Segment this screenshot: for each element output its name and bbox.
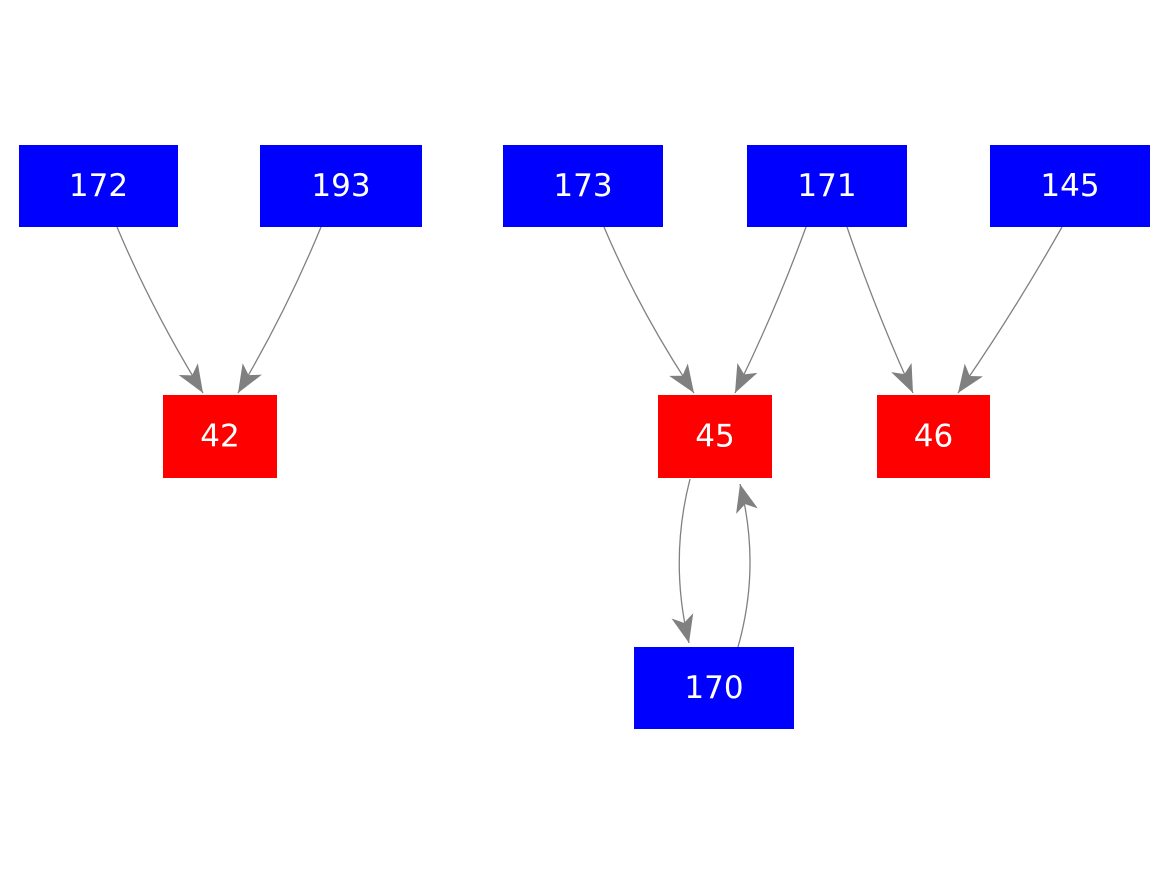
node-label-46: 46 [914,419,953,455]
node-170 [634,647,794,729]
node-label-173: 173 [553,168,612,204]
node-label-193: 193 [311,168,370,204]
node-label-145: 145 [1040,168,1099,204]
edge-45-to-170 [671,478,694,644]
node-label-45: 45 [695,419,734,455]
nodes-layer: 172 193 173 171 145 42 45 46 170 [19,145,1150,729]
node-145 [990,145,1150,227]
node-46 [877,395,990,478]
node-193 [260,145,422,227]
node-label-42: 42 [200,419,239,455]
node-42 [163,395,277,478]
node-171 [747,145,907,227]
node-label-172: 172 [69,168,128,204]
edge-171-to-46 [846,226,914,394]
node-label-171: 171 [797,168,856,204]
edge-145-to-46 [957,226,1063,394]
edge-173-to-45 [603,226,695,394]
edge-171-to-45 [734,226,807,394]
node-173 [503,145,663,227]
edge-170-to-45 [736,483,758,648]
node-45 [658,395,772,478]
node-172 [19,145,178,227]
edges-layer [116,226,1063,648]
edge-172-to-42 [116,226,204,394]
node-label-170: 170 [684,670,743,706]
edge-193-to-42 [237,226,322,394]
